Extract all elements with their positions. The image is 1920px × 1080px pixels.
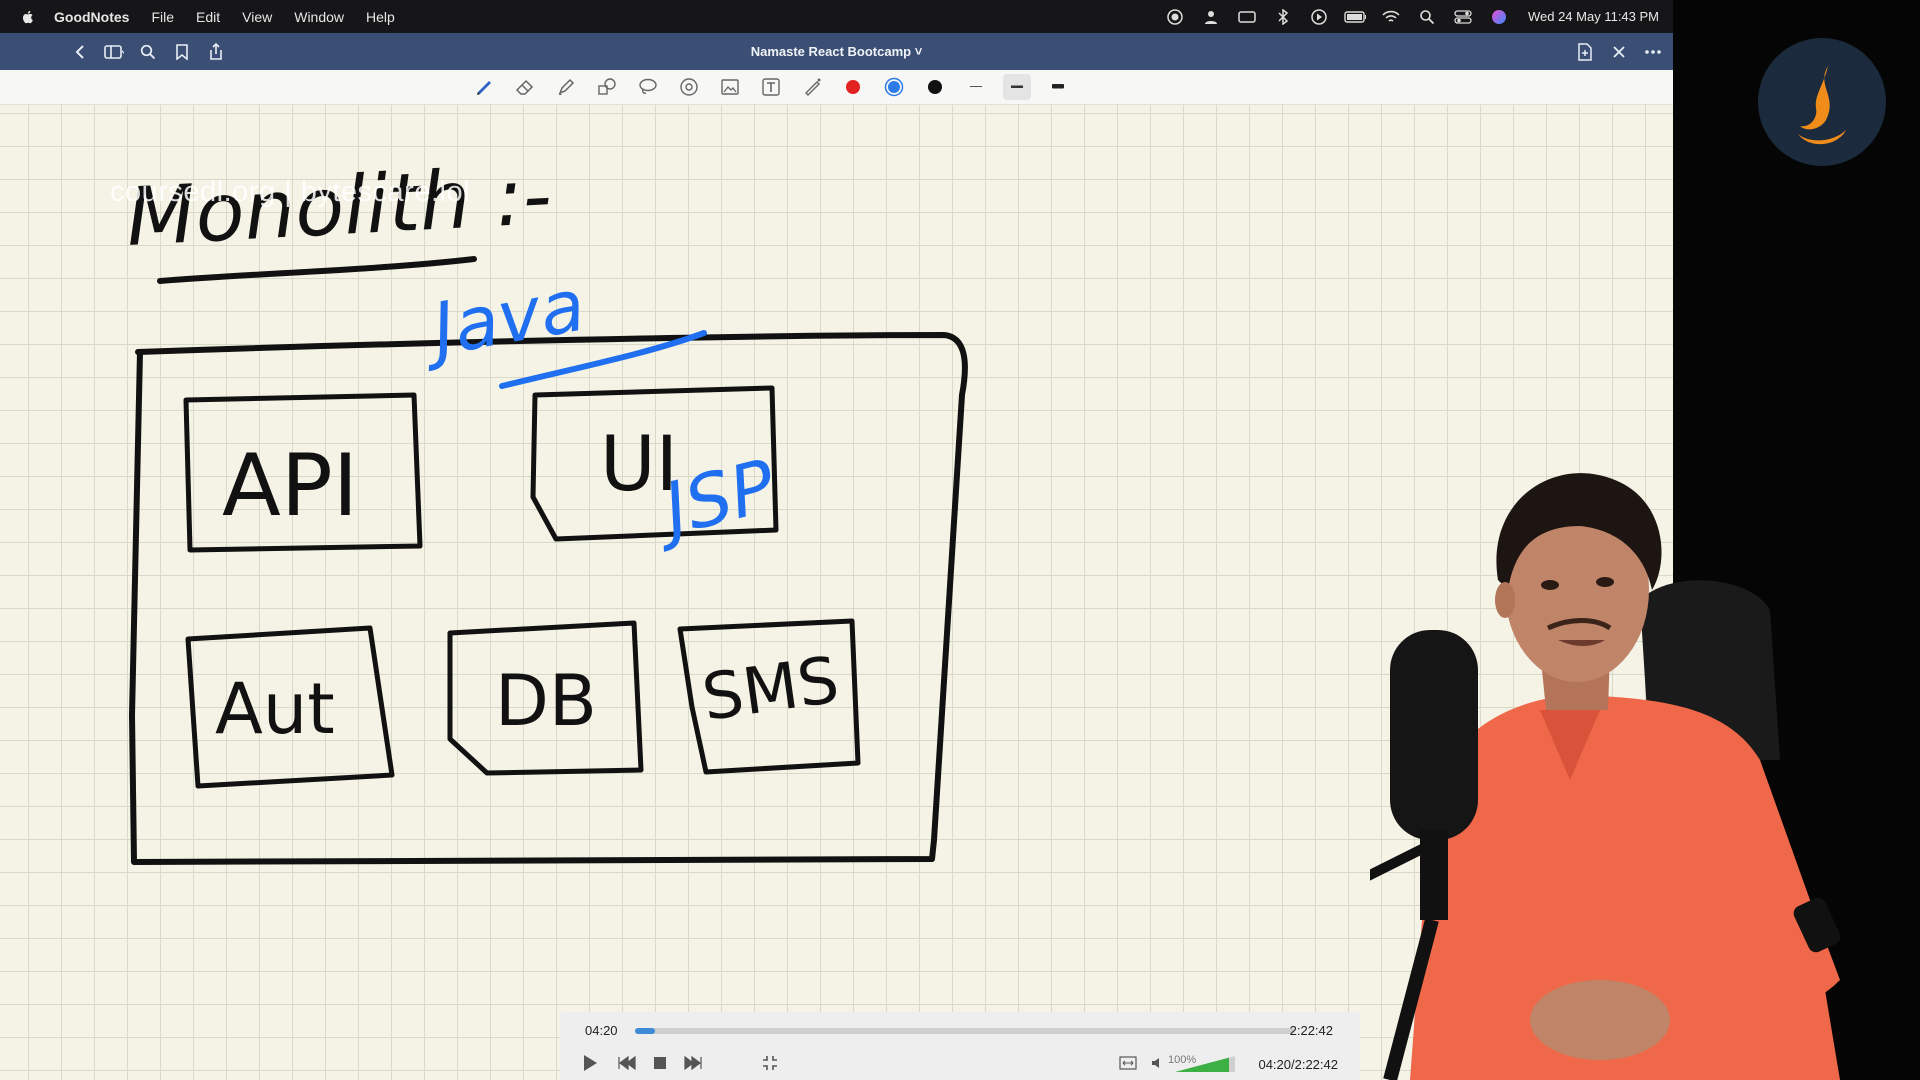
bluetooth-icon[interactable] — [1272, 8, 1294, 25]
color-blue-swatch[interactable] — [880, 74, 908, 100]
box-label-sms: SMS — [698, 644, 843, 736]
shapes-tool-icon[interactable] — [593, 74, 621, 100]
menu-file[interactable]: File — [151, 8, 175, 25]
elapsed-time: 04:20 — [585, 1023, 618, 1038]
fullscreen-toggle-icon[interactable] — [758, 1052, 782, 1074]
note-canvas[interactable]: Monolith :- API UI Aut DB SMS Java JSP — [0, 105, 1673, 1080]
volume-slider[interactable] — [1175, 1056, 1235, 1072]
laser-pointer-icon[interactable] — [798, 74, 826, 100]
heading-monolith: Monolith :- — [124, 149, 554, 264]
wifi-icon[interactable] — [1380, 9, 1402, 25]
volume-icon[interactable] — [1146, 1052, 1170, 1074]
image-tool-icon[interactable] — [716, 74, 744, 100]
box-label-api: API — [222, 436, 358, 536]
siri-icon[interactable] — [1488, 9, 1510, 25]
document-title[interactable]: Namaste React Bootcamp ˅ — [750, 44, 923, 59]
time-readout: 04:20/2:22:42 — [1258, 1057, 1338, 1072]
eraser-tool-icon[interactable] — [511, 74, 539, 100]
watermark: coursedl.org | bytescare.lol — [110, 176, 471, 208]
stroke-thin-option[interactable] — [962, 74, 990, 100]
previous-button[interactable] — [615, 1052, 639, 1074]
apple-menu-icon[interactable] — [20, 9, 36, 25]
box-label-aut: Aut — [215, 668, 335, 750]
goodnotes-window: Namaste React Bootcamp ˅ — [0, 33, 1673, 1080]
volume-percent: 100% — [1168, 1054, 1197, 1066]
close-icon[interactable] — [1609, 42, 1629, 62]
seek-progress — [635, 1028, 656, 1034]
battery-icon[interactable] — [1344, 9, 1366, 25]
play-status-icon[interactable] — [1308, 8, 1330, 25]
menu-view[interactable]: View — [242, 8, 273, 25]
display-icon[interactable] — [1236, 9, 1258, 25]
aspect-ratio-icon[interactable] — [1116, 1052, 1140, 1074]
color-black-swatch[interactable] — [921, 74, 949, 100]
lasso-tool-icon[interactable] — [634, 74, 662, 100]
spotlight-search-icon[interactable] — [1416, 9, 1438, 25]
channel-logo — [1758, 38, 1886, 166]
share-icon[interactable] — [206, 42, 226, 62]
title-bar: Namaste React Bootcamp ˅ — [0, 33, 1673, 70]
play-button[interactable] — [578, 1052, 602, 1074]
pen-toolbar — [0, 70, 1673, 105]
elements-tool-icon[interactable] — [675, 74, 703, 100]
text-tool-icon[interactable] — [757, 74, 785, 100]
handwritten-diagram: Monolith :- API UI Aut DB SMS Java JSP — [124, 149, 968, 865]
record-icon[interactable] — [1164, 8, 1186, 25]
menu-clock[interactable]: Wed 24 May 11:43 PM — [1527, 9, 1659, 24]
box-label-ui: UI — [600, 419, 678, 508]
highlighter-tool-icon[interactable] — [552, 74, 580, 100]
menu-edit[interactable]: Edit — [196, 8, 221, 25]
menu-bar: GoodNotes File Edit View Window Help Wed… — [0, 0, 1673, 33]
sidebar-toggle-icon[interactable] — [104, 42, 124, 62]
search-icon[interactable] — [138, 42, 158, 62]
video-player-controls: 04:20 2:22:42 100% 04:20/2:22:42 — [560, 1012, 1360, 1080]
next-button[interactable] — [681, 1052, 705, 1074]
stroke-medium-option[interactable] — [1003, 74, 1031, 100]
red-swatch-dot — [846, 80, 860, 94]
seek-bar[interactable] — [635, 1028, 1295, 1034]
bookmark-icon[interactable] — [172, 42, 192, 62]
more-options-icon[interactable] — [1643, 42, 1663, 62]
stroke-thick-option[interactable] — [1044, 74, 1072, 100]
color-red-swatch[interactable] — [839, 74, 867, 100]
add-page-icon[interactable] — [1575, 42, 1595, 62]
box-label-db: DB — [495, 660, 597, 742]
pen-tool-icon[interactable] — [470, 74, 498, 100]
stop-button[interactable] — [648, 1052, 672, 1074]
menu-help[interactable]: Help — [366, 8, 395, 25]
presenter-video — [1370, 460, 1920, 1080]
black-swatch-dot — [928, 80, 942, 94]
control-center-icon[interactable] — [1452, 9, 1474, 25]
presenter-figure — [1370, 473, 1841, 1080]
flame-logo-icon — [1798, 66, 1846, 145]
menu-app-name[interactable]: GoodNotes — [54, 8, 130, 25]
menu-window[interactable]: Window — [294, 8, 345, 25]
user-icon[interactable] — [1200, 9, 1222, 25]
back-icon[interactable] — [70, 42, 90, 62]
annotation-java: Java — [415, 263, 591, 374]
status-area: Wed 24 May 11:43 PM — [1150, 0, 1659, 33]
total-time: 2:22:42 — [1289, 1023, 1333, 1038]
